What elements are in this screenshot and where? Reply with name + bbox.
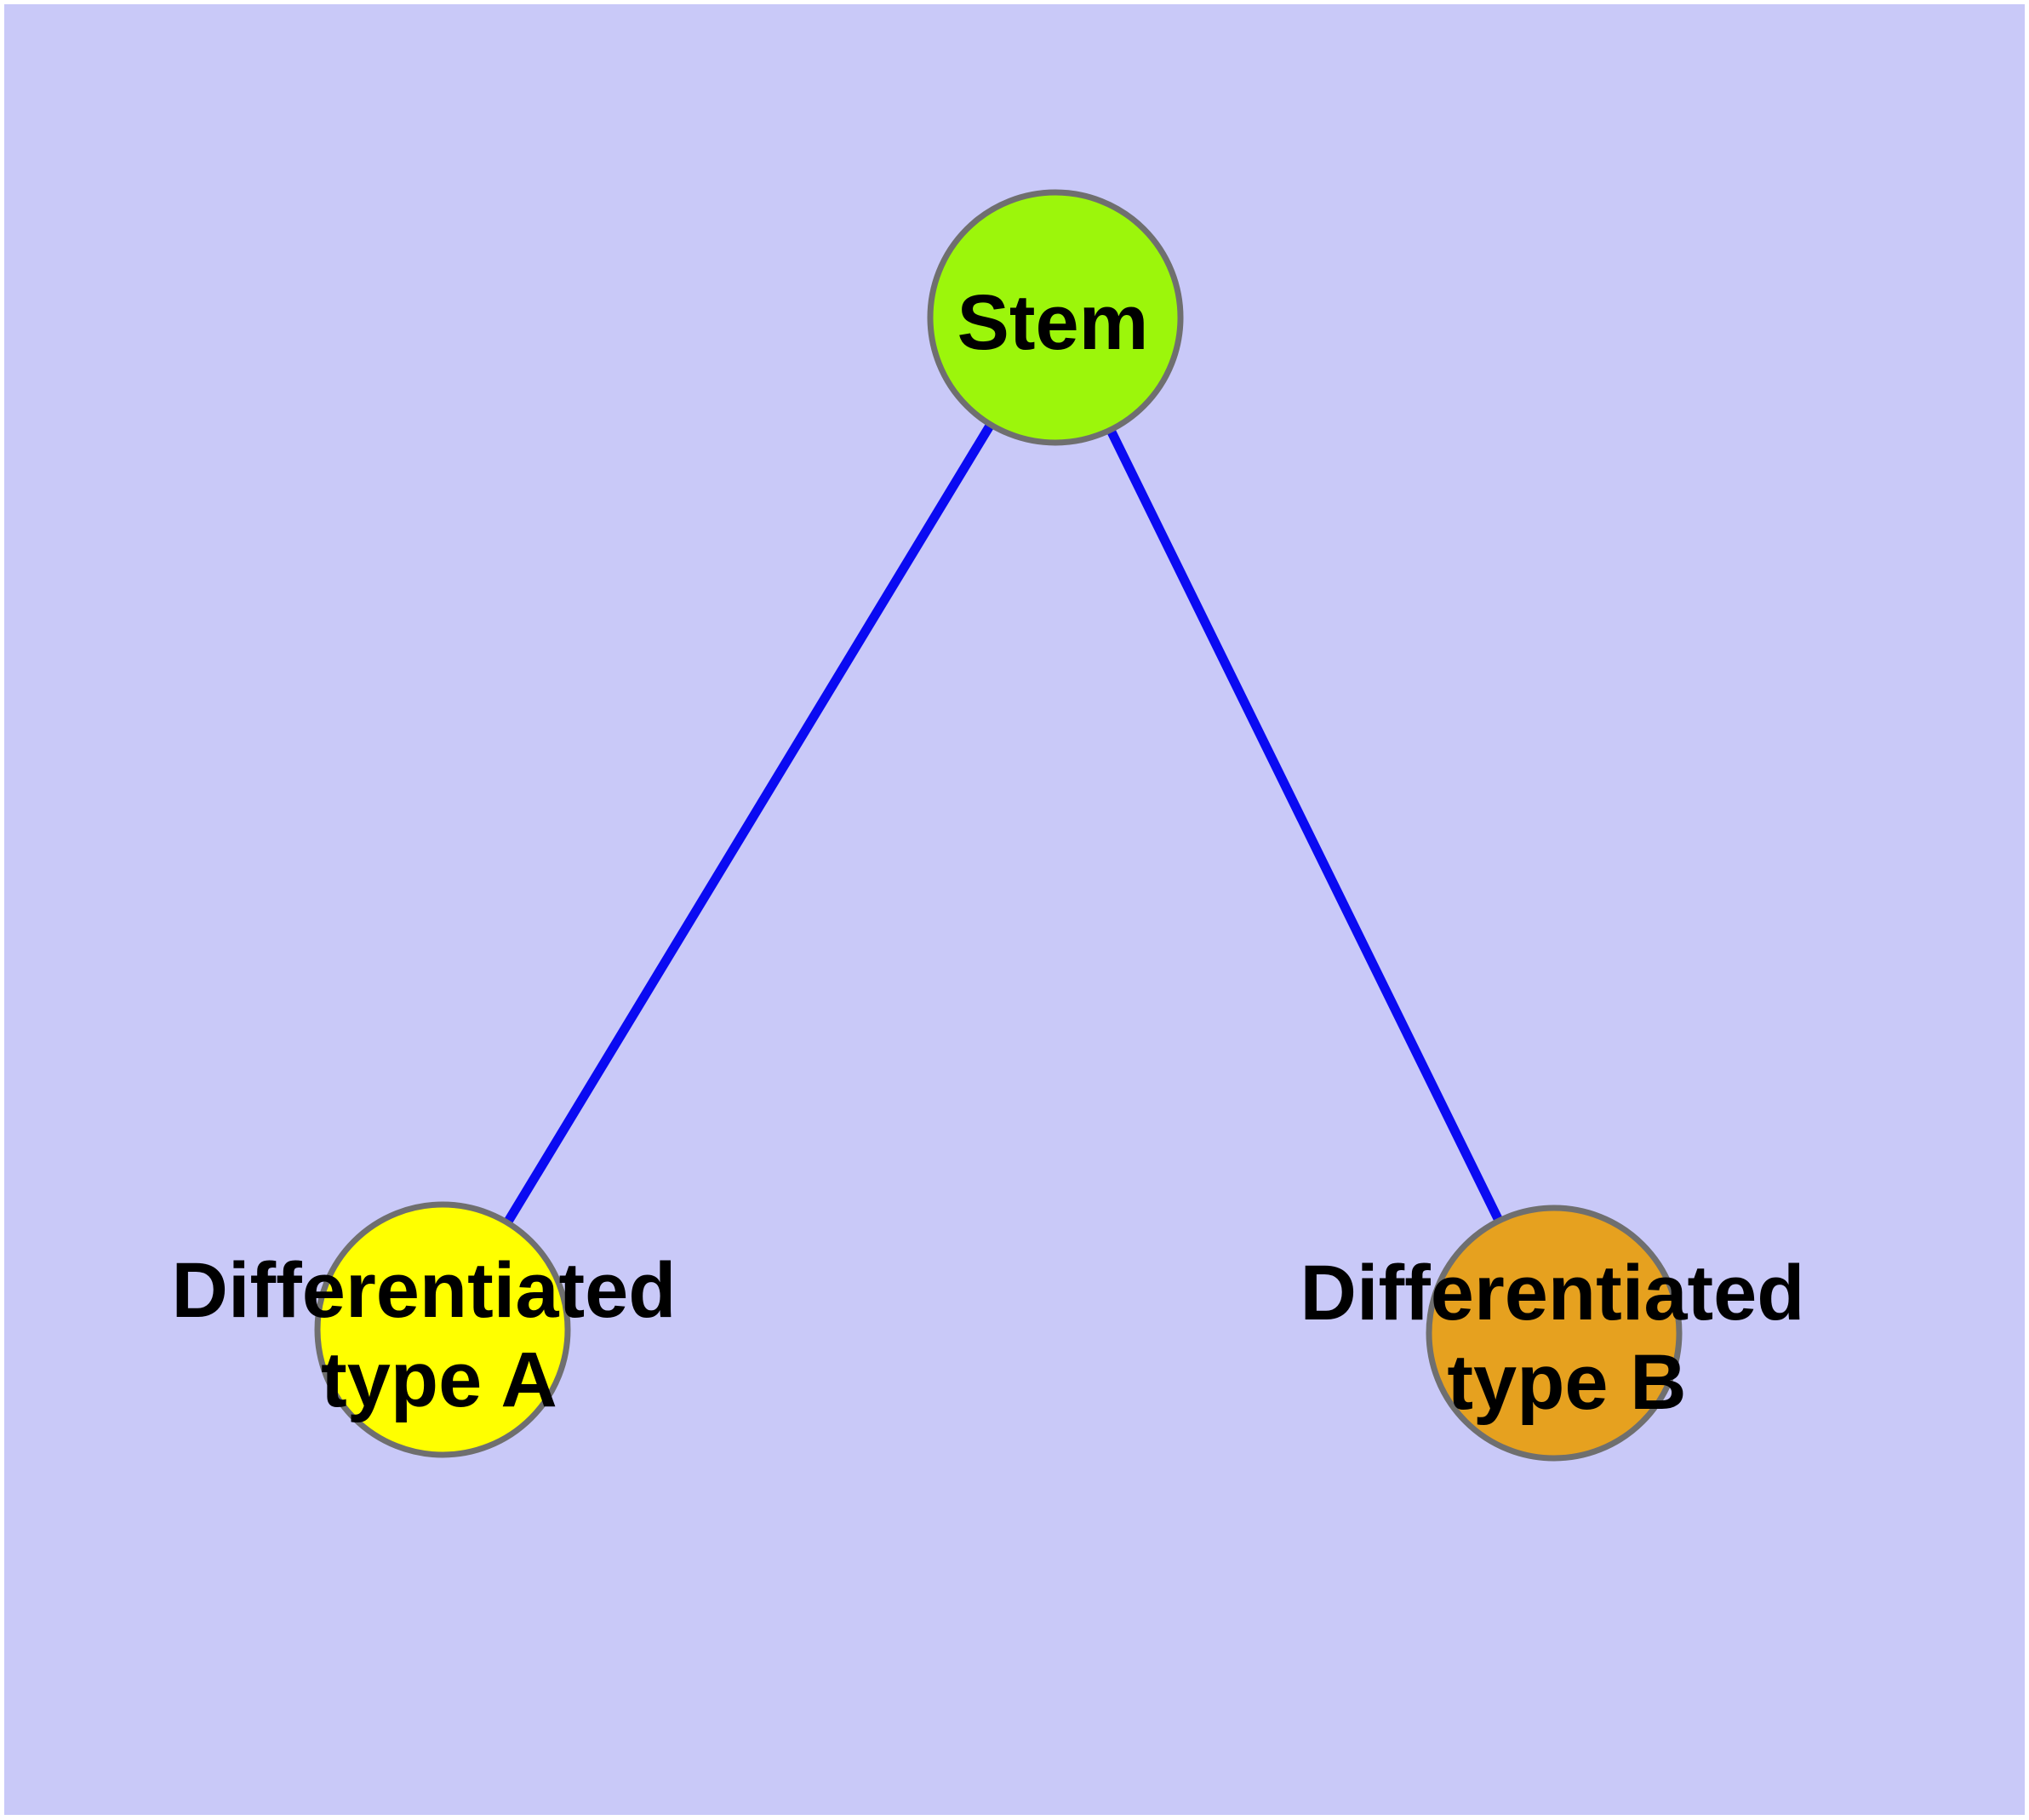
node-stem-label: Stem [957, 279, 1149, 366]
node-type-a-circle [314, 1201, 571, 1458]
node-type-b-label-line1: Differentiated [1300, 1250, 1805, 1336]
node-type-a-label-line1: Differentiated [172, 1247, 677, 1334]
node-stem-circle [927, 189, 1184, 446]
edge-stem-to-type-b [1050, 312, 1559, 1338]
edge-stem-to-type-a [437, 312, 1060, 1335]
node-type-b-label-line2: type B [1447, 1339, 1686, 1426]
node-type-b-circle [1426, 1205, 1683, 1462]
node-type-a-label-line2: type A [321, 1336, 557, 1423]
